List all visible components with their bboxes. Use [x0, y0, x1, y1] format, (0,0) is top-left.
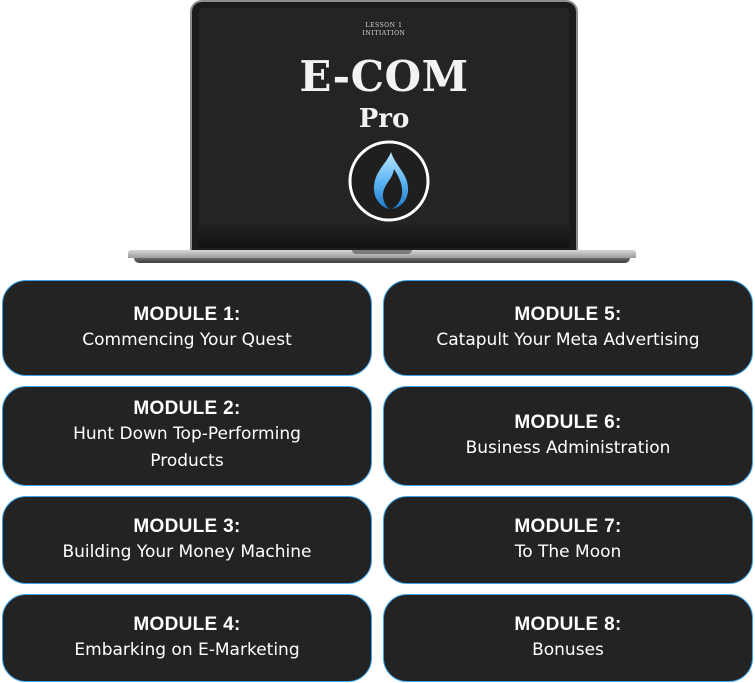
laptop-screen: LESSON 1 INITIATION E-COM Pro: [199, 8, 569, 248]
laptop-lid: LESSON 1 INITIATION E-COM Pro: [190, 0, 578, 254]
module-number: MODULE 2:: [133, 398, 241, 419]
module-number: MODULE 1:: [133, 303, 241, 325]
lesson-label: LESSON 1 INITIATION: [199, 22, 569, 38]
module-number: MODULE 3:: [133, 515, 241, 537]
module-title: Catapult Your Meta Advertising: [436, 329, 700, 350]
module-title: Bonuses: [532, 639, 604, 660]
laptop-mockup: LESSON 1 INITIATION E-COM Pro: [0, 0, 755, 270]
module-title: Business Administration: [465, 437, 671, 458]
module-number: MODULE 7:: [514, 515, 622, 537]
laptop-base-bottom: [134, 258, 630, 263]
module-card-4[interactable]: MODULE 4: Embarking on E-Marketing: [2, 594, 372, 682]
laptop-base: [128, 250, 636, 264]
module-number: MODULE 4:: [133, 613, 241, 635]
lesson-name: INITIATION: [362, 30, 406, 37]
module-title: To The Moon: [514, 541, 622, 562]
module-card-6[interactable]: MODULE 6: Business Administration: [383, 386, 753, 486]
module-number: MODULE 8:: [514, 613, 622, 635]
module-card-2[interactable]: MODULE 2: Hunt Down Top-Performing Produ…: [2, 386, 372, 486]
laptop-base-top: [128, 250, 636, 258]
module-card-3[interactable]: MODULE 3: Building Your Money Machine: [2, 496, 372, 584]
lesson-number: LESSON 1: [365, 22, 403, 29]
module-number: MODULE 6:: [514, 411, 622, 433]
module-title: Hunt Down Top-Performing Products: [73, 424, 301, 471]
flame-icon: [348, 140, 430, 222]
screen-shadow: [199, 222, 569, 248]
module-card-8[interactable]: MODULE 8: Bonuses: [383, 594, 753, 682]
course-subtitle: Pro: [358, 104, 410, 134]
module-title: Embarking on E-Marketing: [74, 639, 300, 660]
module-card-5[interactable]: MODULE 5: Catapult Your Meta Advertising: [383, 280, 753, 376]
module-title: Commencing Your Quest: [82, 329, 292, 350]
laptop-notch: [352, 250, 412, 254]
module-title: Building Your Money Machine: [62, 541, 312, 562]
course-title: E-COM: [299, 52, 469, 101]
module-number: MODULE 5:: [514, 303, 622, 325]
module-card-7[interactable]: MODULE 7: To The Moon: [383, 496, 753, 584]
module-card-1[interactable]: MODULE 1: Commencing Your Quest: [2, 280, 372, 376]
